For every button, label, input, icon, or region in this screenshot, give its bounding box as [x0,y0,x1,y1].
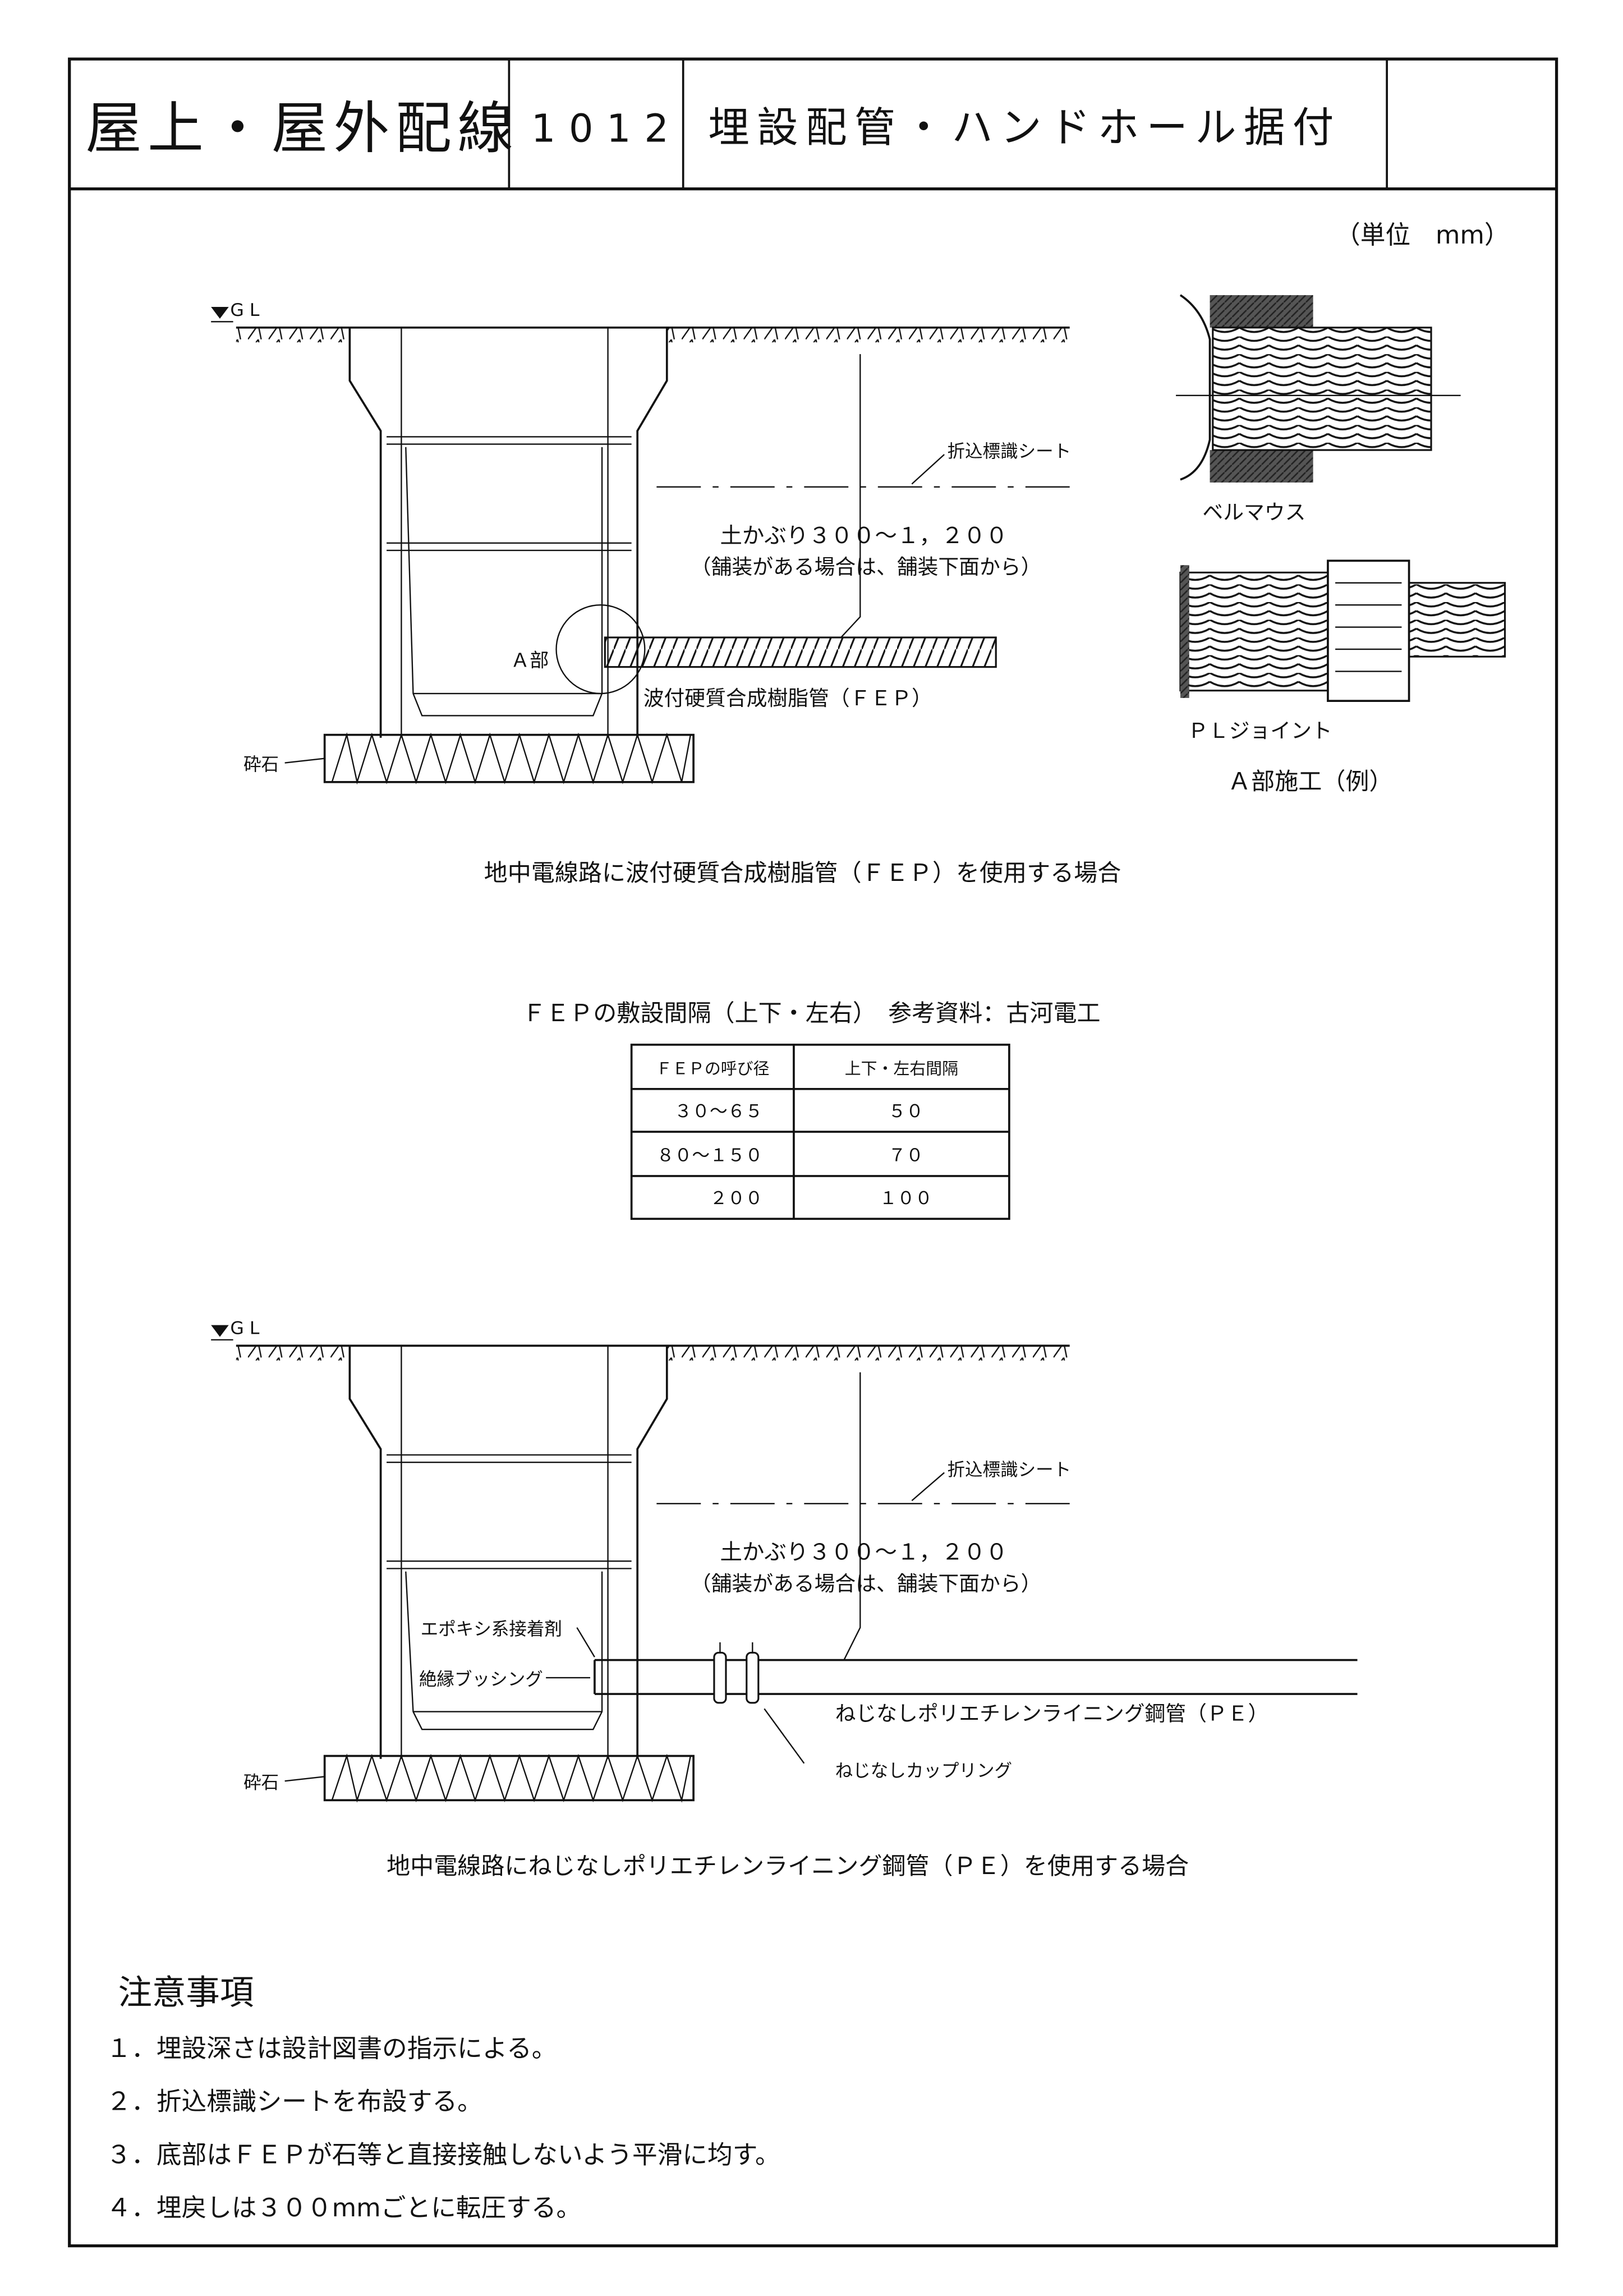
header-title: 埋設配管・ハンドホール据付 [708,104,1341,151]
gl-marker-icon [211,1325,229,1337]
table-title: ＦＥＰの敷設間隔（上下・左右） 参考資料：古河電工 [522,999,1101,1027]
gravel-base [323,1755,695,1802]
table-cell: １００ [879,1188,932,1209]
pe-steel-pipe [594,1659,1358,1695]
diagram1-caption: 地中電線路に波付硬質合成樹脂管（ＦＥＰ）を使用する場合 [484,859,1121,887]
pe-pipe-label: ねじなしポリエチレンライニング鋼管（ＰＥ） [835,1701,1269,1725]
table-header: 上下・左右間隔 [845,1059,958,1078]
detail-caption: Ａ部施工（例） [1227,768,1392,795]
handhole-body [348,1344,668,1759]
bellmouth-label: ベルマウス [1202,500,1305,525]
wall-section [1210,295,1313,328]
table-cell: ７０ [888,1146,923,1166]
gl-marker-icon [211,307,229,319]
gl-label: G L [230,1318,259,1338]
fep-handhole-diagram: G L 砕石 Ａ部 波付硬質合成樹脂管（ＦＥＰ） 折込標識シート 土かぶり３００… [211,300,1071,785]
depth-dimension-line [843,1372,861,1661]
adhesive-label: エポキシ系接着剤 [421,1619,562,1640]
bushing-label: 絶縁ブッシング [419,1669,543,1689]
cover-depth-label: 土かぶり３００～１，２００ [720,523,1008,549]
fep-pipe [604,636,997,668]
depth-dimension-line [840,354,861,638]
note-item: １．埋設深さは設計図書の指示による。 [106,2034,557,2063]
pe-handhole-diagram: G L 砕石 折込標識シート 土かぶり３００～１，２００ （舗装がある場合は、舗… [211,1318,1358,1803]
sheet-border [68,57,1558,2248]
table-cell: ２００ [710,1188,763,1209]
note-item: ４．埋戻しは３００mmごとに転圧する。 [106,2193,581,2222]
unit-note: （単位 mm） [1335,221,1510,250]
corrugated-pipe [1212,327,1432,451]
marking-sheet-label: 折込標識シート [947,1460,1071,1480]
header-category: 屋上・屋外配線 [86,95,519,161]
marking-sheet-label: 折込標識シート [947,442,1071,462]
handhole-inner [405,447,603,717]
coupling-label: ねじなしカップリング [835,1761,1012,1781]
handhole-body [348,326,668,738]
part-a-label: Ａ部 [511,650,549,672]
table-cell: ３０～６５ [674,1101,763,1122]
gravel-label: 砕石 [243,755,279,775]
handhole-frames [387,436,632,552]
table-cell: ５０ [888,1101,923,1122]
coupling-ring [713,1651,727,1704]
notes-title: 注意事項 [118,1973,254,2012]
gravel-label: 砕石 [243,1772,279,1793]
cover-depth-label: 土かぶり３００～１，２００ [720,1540,1008,1565]
fep-spacing-table: ＦＥＰの呼び径 上下・左右間隔 ３０～６５ ５０ ８０～１５０ ７０ ２００ １… [630,1044,1010,1220]
gl-label: G L [230,300,259,320]
cover-depth-note: （舗装がある場合は、舗装下面から） [691,555,1042,579]
coupling-ring [746,1651,760,1704]
pl-joint [1327,559,1410,702]
cover-depth-note: （舗装がある場合は、舗装下面から） [691,1572,1042,1596]
detail-a-circle [555,604,646,695]
note-item: ２．折込標識シートを布設する。 [106,2087,482,2116]
table-cell: ８０～１５０ [656,1146,762,1166]
bellmouth [1179,294,1211,481]
header-number: 1012 [531,107,682,151]
detail-a: ベルマウス ＰＬジョイント Ａ部施工（例） [1176,294,1506,795]
gravel-base [323,733,695,783]
diagram2-caption: 地中電線路にねじなしポリエチレンライニング鋼管（ＰＥ）を使用する場合 [387,1852,1189,1880]
fep-pipe-label: 波付硬質合成樹脂管（ＦＥＰ） [643,686,932,710]
pl-joint-label: ＰＬジョイント [1188,719,1332,743]
table-header: ＦＥＰの呼び径 [656,1059,769,1078]
note-item: ３．底部はＦＥＰが石等と直接接触しないよう平滑に均す。 [106,2140,780,2169]
